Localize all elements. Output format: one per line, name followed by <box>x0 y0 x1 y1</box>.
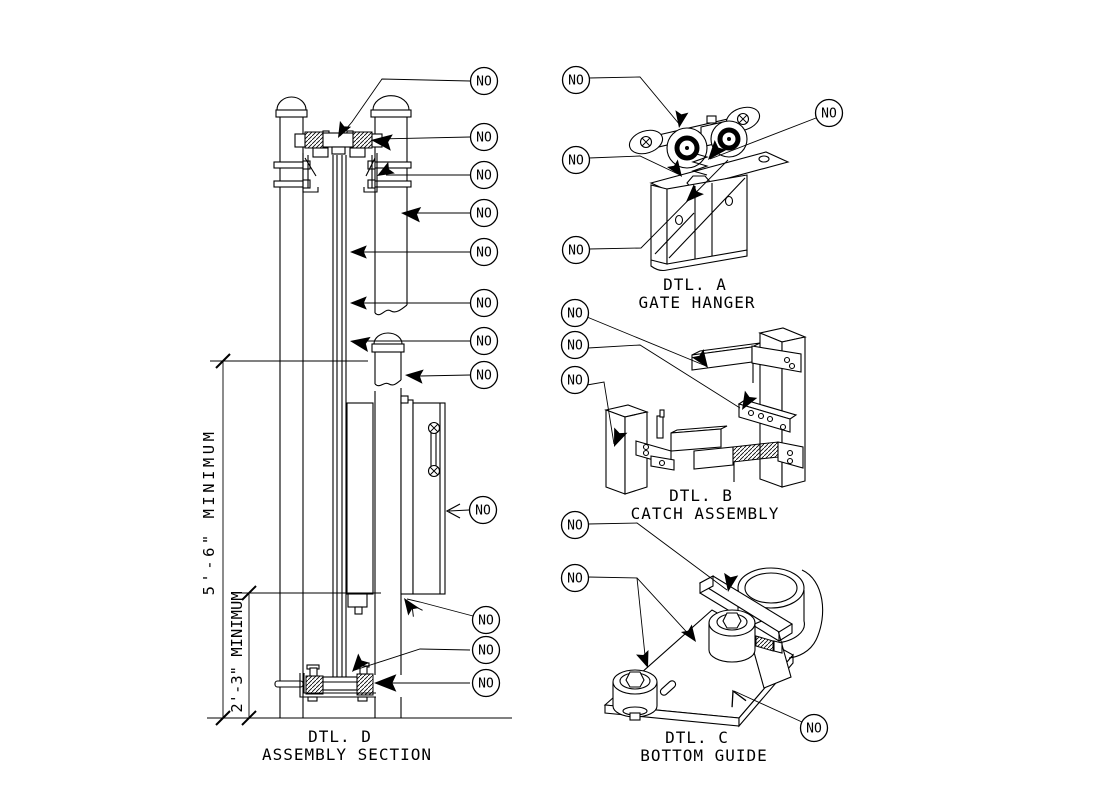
left-post <box>275 96 308 718</box>
callout-no: NO <box>468 495 498 525</box>
callout-no: NO <box>469 288 499 318</box>
callout-no-label: NO <box>568 154 584 169</box>
callout-no-label: NO <box>476 297 492 312</box>
dimension-gate-height: 5'-6" MINIMUM <box>200 353 368 726</box>
detail-d-assembly-section: 5'-6" MINIMUM 2'-3" MINIMUM DTL. D ASSEM… <box>200 95 512 764</box>
callout-no: NO <box>469 160 499 190</box>
callout-no-label: NO <box>476 207 492 222</box>
callout-no-label: NO <box>806 722 822 737</box>
hanger-bracket <box>650 174 748 272</box>
dimension-bottom-clearance-label: 2'-3" MINIMUM <box>228 591 246 712</box>
detail-b-subtitle: CATCH ASSEMBLY <box>631 504 780 523</box>
callout-no-label: NO <box>476 246 492 261</box>
callout-no-label: NO <box>567 307 583 322</box>
lower-receiver-bracket <box>693 441 804 482</box>
track-trolley-assembly <box>294 130 383 158</box>
gate-pipe <box>371 332 405 718</box>
detail-a-gate-hanger: DTL. A GATE HANGER <box>628 106 790 312</box>
left-catch-bracket <box>635 409 728 471</box>
callout-no-label: NO <box>476 131 492 146</box>
detail-c-title: DTL. C <box>665 728 729 747</box>
callout-no: NO <box>561 235 591 265</box>
callout-no-label: NO <box>476 169 492 184</box>
callout-no: NO <box>560 510 590 540</box>
callout-no-label: NO <box>478 677 494 692</box>
callout-no-label: NO <box>476 335 492 350</box>
callout-no-label: NO <box>567 572 583 587</box>
callout-no: NO <box>469 360 499 390</box>
latch-bar <box>737 399 798 433</box>
trolley-wheels <box>628 106 761 169</box>
guide-adjust-bolt <box>755 635 783 654</box>
callout-no: NO <box>561 145 591 175</box>
callout-no-label: NO <box>476 75 492 90</box>
callout-no: NO <box>469 198 499 228</box>
detail-a-subtitle: GATE HANGER <box>639 293 756 312</box>
gate-frame <box>346 395 446 615</box>
callout-no: NO <box>561 65 591 95</box>
callout-no: NO <box>469 66 499 96</box>
callout-no-label: NO <box>478 644 494 659</box>
detail-a-title: DTL. A <box>663 275 727 294</box>
callout-no: NO <box>469 122 499 152</box>
callout-no-label: NO <box>568 74 584 89</box>
detail-b-title: DTL. B <box>669 486 733 505</box>
callout-no-label: NO <box>568 244 584 259</box>
detail-b-catch-assembly: DTL. B CATCH ASSEMBLY <box>604 327 807 523</box>
callout-no: NO <box>560 563 590 593</box>
callout-no: NO <box>469 326 499 356</box>
callout-no: NO <box>560 298 590 328</box>
callout-no-label: NO <box>567 519 583 534</box>
callout-no: NO <box>560 330 590 360</box>
callout-no: NO <box>799 713 829 743</box>
dimension-bottom-clearance: 2'-3" MINIMUM <box>228 585 381 726</box>
leader-lines <box>339 76 817 723</box>
callout-no: NO <box>471 605 501 635</box>
guide-strap <box>698 575 794 642</box>
detail-d-subtitle: ASSEMBLY SECTION <box>262 745 432 764</box>
guide-left-roller <box>612 669 658 721</box>
hanger-brackets <box>302 153 378 193</box>
gate-handle <box>427 421 441 478</box>
right-post <box>370 95 412 316</box>
detail-c-subtitle: BOTTOM GUIDE <box>640 746 768 765</box>
bottom-guide-section <box>274 662 376 702</box>
dimension-gate-height-label: 5'-6" MINIMUM <box>200 429 218 596</box>
hanger-rod <box>332 155 347 677</box>
catch-left-post <box>604 404 649 495</box>
callout-no-label: NO <box>821 107 837 122</box>
callout-balloons: NO NO NO NO NO NO NO NO NO NO NO NO NO N… <box>468 65 844 743</box>
callout-no: NO <box>814 98 844 128</box>
callout-no-label: NO <box>478 614 494 629</box>
callout-no: NO <box>560 365 590 395</box>
callout-no-label: NO <box>567 374 583 389</box>
callout-no: NO <box>469 237 499 267</box>
callout-no-label: NO <box>475 504 491 519</box>
callout-no: NO <box>471 635 501 665</box>
callout-no-label: NO <box>567 339 583 354</box>
guide-center-roller <box>708 609 756 663</box>
detail-c-bottom-guide: DTL. C BOTTOM GUIDE <box>603 567 824 765</box>
callout-no: NO <box>471 668 501 698</box>
callout-no-label: NO <box>476 369 492 384</box>
detail-d-title: DTL. D <box>308 727 372 746</box>
